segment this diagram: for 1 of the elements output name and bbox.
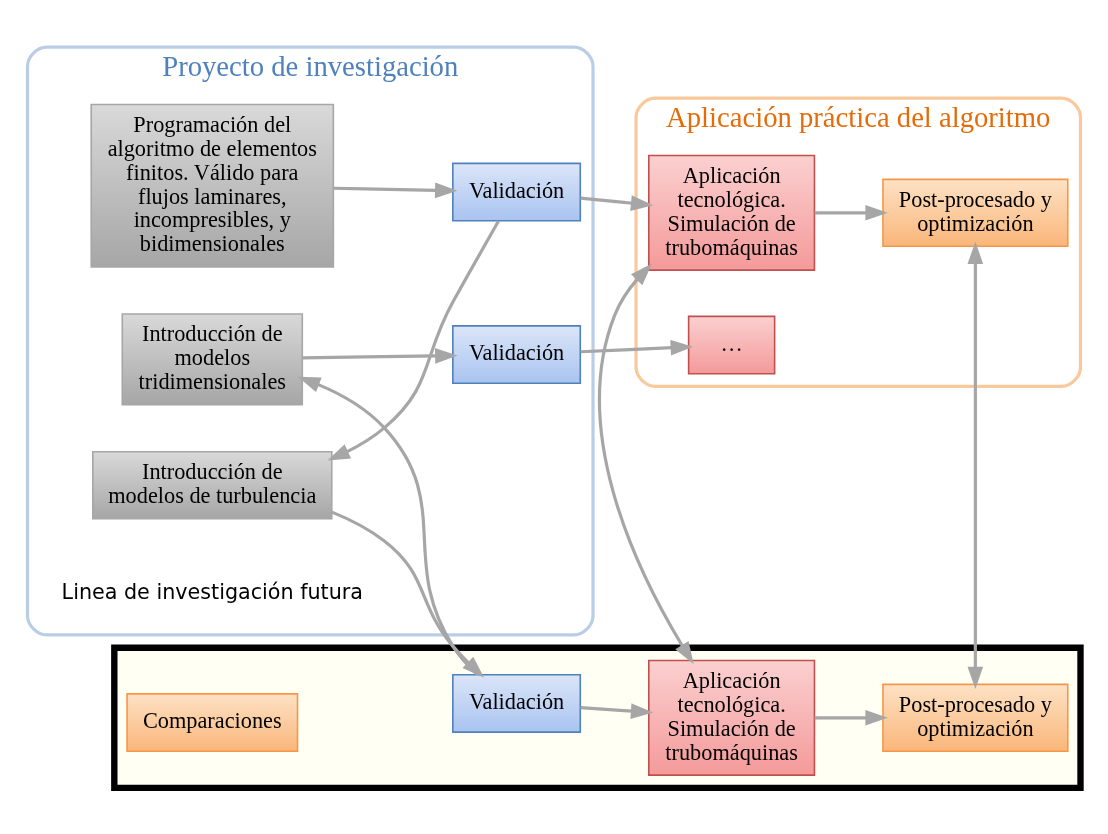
- label: Linea de investigación futura: [61, 579, 363, 604]
